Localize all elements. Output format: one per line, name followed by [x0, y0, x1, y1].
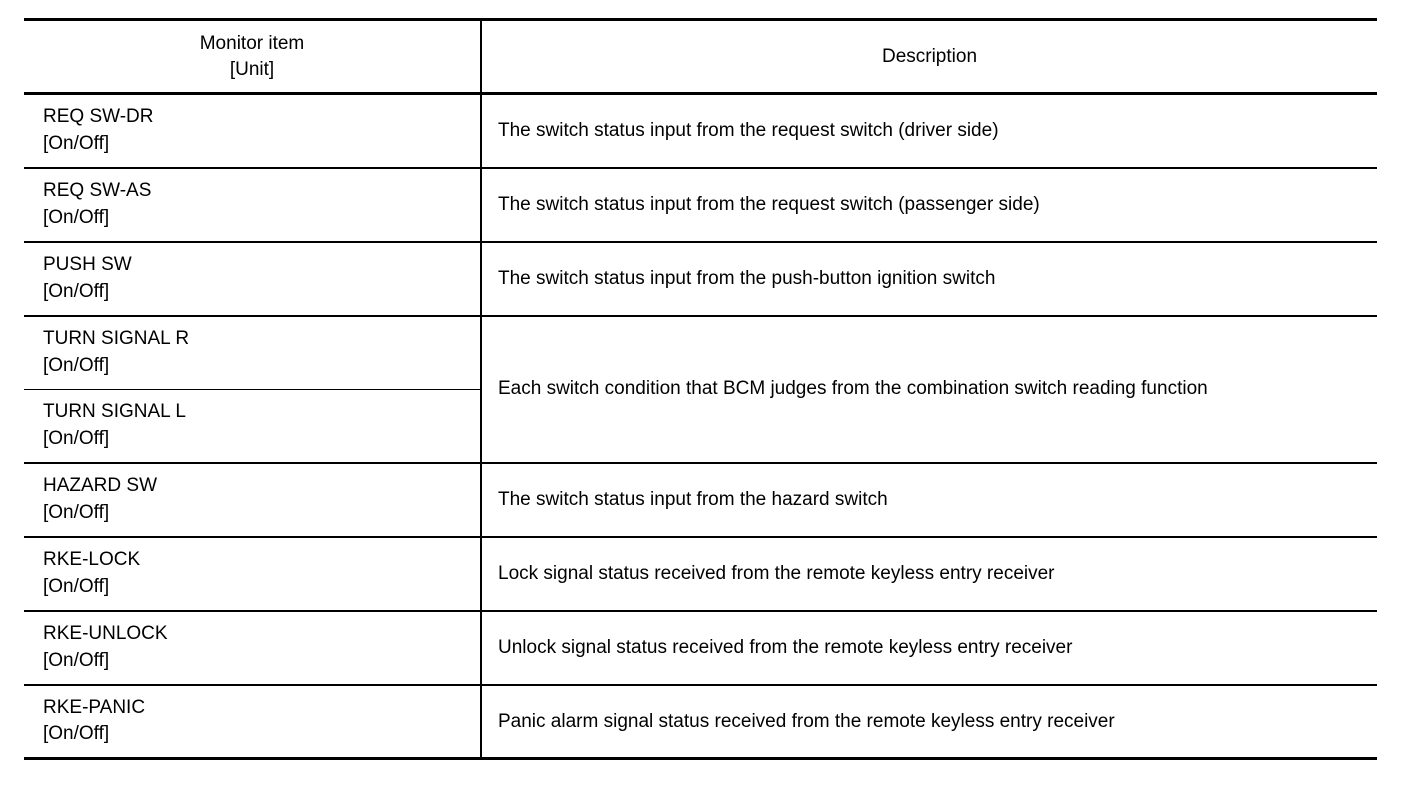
monitor-item-unit: [On/Off]	[43, 501, 110, 523]
monitor-item-cell: REQ SW-DR [On/Off]	[24, 93, 482, 169]
monitor-item-name: REQ SW-AS	[43, 179, 152, 201]
table-row: REQ SW-AS [On/Off] The switch status inp…	[24, 167, 1377, 243]
table-row: TURN SIGNAL R [On/Off] Each switch condi…	[24, 315, 1377, 464]
monitor-item-table-wrapper: Monitor item [Unit] Description REQ SW-D…	[24, 18, 1377, 761]
column-header-monitor-item-line2: [Unit]	[229, 58, 275, 80]
table-row: RKE-LOCK [On/Off] Lock signal status rec…	[24, 536, 1377, 612]
description-text: Unlock signal status received from the r…	[498, 636, 1073, 658]
monitor-item-cell: TURN SIGNAL R [On/Off]	[24, 315, 482, 390]
table-row: HAZARD SW [On/Off] The switch status inp…	[24, 462, 1377, 538]
monitor-item-unit: [On/Off]	[43, 723, 110, 745]
monitor-item-cell: REQ SW-AS [On/Off]	[24, 167, 482, 243]
description-cell: The switch status input from the hazard …	[481, 462, 1377, 538]
description-text: The switch status input from the request…	[498, 194, 1040, 216]
monitor-item-cell: RKE-UNLOCK [On/Off]	[24, 610, 482, 686]
monitor-item-name: TURN SIGNAL R	[43, 327, 190, 349]
table-body: REQ SW-DR [On/Off] The switch status inp…	[24, 93, 1377, 761]
description-text: Panic alarm signal status received from …	[498, 710, 1115, 732]
description-cell: The switch status input from the request…	[481, 167, 1377, 243]
column-header-monitor-item-line1: Monitor item	[199, 33, 305, 55]
monitor-item-name: PUSH SW	[43, 253, 132, 275]
table-row: REQ SW-DR [On/Off] The switch status inp…	[24, 93, 1377, 169]
table-header: Monitor item [Unit] Description	[24, 18, 1377, 95]
monitor-item-name: REQ SW-DR	[43, 106, 154, 127]
monitor-item-name: HAZARD SW	[43, 474, 157, 496]
column-header-monitor-item: Monitor item [Unit]	[24, 18, 482, 95]
monitor-item-cell: HAZARD SW [On/Off]	[24, 462, 482, 538]
description-text: The switch status input from the push-bu…	[498, 268, 996, 290]
description-cell: Lock signal status received from the rem…	[481, 536, 1377, 612]
table-row: RKE-UNLOCK [On/Off] Unlock signal status…	[24, 610, 1377, 686]
description-text: Each switch condition that BCM judges fr…	[498, 378, 1208, 400]
table-header-row: Monitor item [Unit] Description	[24, 18, 1377, 95]
monitor-item-cell: PUSH SW [On/Off]	[24, 241, 482, 317]
monitor-item-unit: [On/Off]	[43, 575, 110, 597]
description-text: Lock signal status received from the rem…	[498, 562, 1055, 584]
monitor-item-unit: [On/Off]	[43, 132, 110, 154]
monitor-item-name: TURN SIGNAL L	[43, 400, 186, 422]
description-text: The switch status input from the request…	[498, 120, 999, 142]
monitor-item-cell: RKE-PANIC [On/Off]	[24, 684, 482, 761]
description-cell: The switch status input from the request…	[481, 93, 1377, 169]
monitor-item-unit: [On/Off]	[43, 206, 110, 228]
monitor-item-unit: [On/Off]	[43, 649, 110, 671]
description-cell: Unlock signal status received from the r…	[481, 610, 1377, 686]
description-cell-merged: Each switch condition that BCM judges fr…	[481, 315, 1377, 464]
description-text: The switch status input from the hazard …	[498, 488, 888, 510]
monitor-item-unit: [On/Off]	[43, 354, 110, 376]
monitor-item-unit: [On/Off]	[43, 427, 110, 449]
description-cell: Panic alarm signal status received from …	[481, 684, 1377, 761]
column-header-description: Description	[481, 18, 1377, 95]
table-row: PUSH SW [On/Off] The switch status input…	[24, 241, 1377, 317]
table-row: RKE-PANIC [On/Off] Panic alarm signal st…	[24, 684, 1377, 761]
monitor-item-name: RKE-UNLOCK	[43, 622, 168, 644]
monitor-item-cell: RKE-LOCK [On/Off]	[24, 536, 482, 612]
monitor-item-table: Monitor item [Unit] Description REQ SW-D…	[24, 18, 1377, 761]
monitor-item-name: RKE-PANIC	[43, 696, 146, 718]
table-row: TURN SIGNAL L [On/Off]	[24, 389, 1377, 464]
monitor-item-unit: [On/Off]	[43, 280, 110, 302]
monitor-item-cell: TURN SIGNAL L [On/Off]	[24, 389, 482, 464]
monitor-item-name: RKE-LOCK	[43, 548, 141, 570]
description-cell: The switch status input from the push-bu…	[481, 241, 1377, 317]
